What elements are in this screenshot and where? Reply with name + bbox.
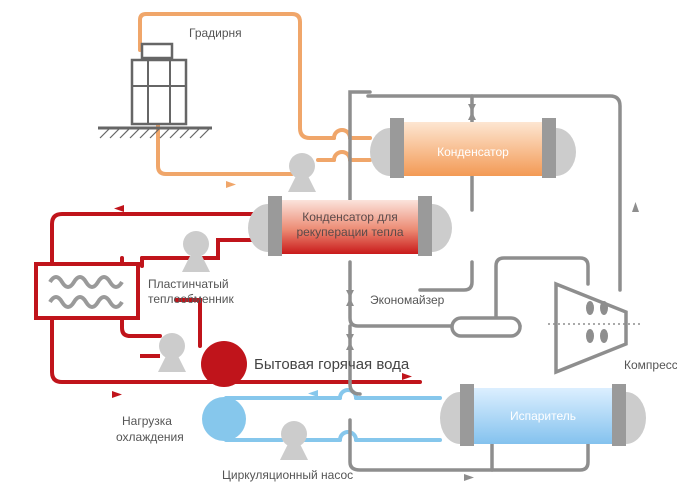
- flow-arrow-icon: [226, 181, 236, 188]
- flow-arrow-icon: [114, 205, 124, 212]
- plate-heat-exchanger: [34, 262, 140, 320]
- condenser-label: Конденсатор: [437, 145, 509, 159]
- recovery-condenser-label-2: рекуперации тепла: [296, 225, 403, 239]
- plate-hx-label-2: теплообменник: [148, 292, 235, 306]
- cooling-tower: [98, 42, 212, 139]
- plate-hx-label-1: Пластинчатый: [148, 277, 229, 291]
- economizer: [450, 316, 522, 338]
- economizer-label: Экономайзер: [370, 293, 445, 307]
- cooling-load-label-1: Нагрузка: [122, 414, 172, 428]
- circulation-pump-label: Циркуляционный насос: [222, 468, 353, 482]
- pump-icon: [280, 421, 308, 460]
- pump-icon: [182, 231, 210, 272]
- hot-water-tank: [201, 341, 247, 387]
- heat-recovery-condenser: [248, 196, 452, 256]
- flow-arrow-icon: [632, 202, 639, 212]
- expansion-valve-icon: [346, 104, 476, 350]
- pump-icon: [158, 333, 186, 372]
- cooling-load-label-2: охлаждения: [116, 430, 184, 444]
- recovery-condenser-label-1: Конденсатор для: [302, 210, 398, 224]
- evaporator-label: Испаритель: [510, 409, 576, 423]
- condenser: [370, 118, 576, 178]
- flow-arrow-icon: [402, 373, 412, 380]
- compressor-label: Компрессор: [624, 358, 677, 372]
- compressor: [548, 281, 640, 375]
- hot-water-label: Бытовая горячая вода: [254, 356, 410, 373]
- cooling-load: [202, 397, 246, 441]
- evaporator: [440, 384, 646, 446]
- pump-icon: [288, 153, 316, 192]
- chilled-water-loop: [224, 388, 442, 442]
- flow-arrow-icon: [112, 391, 122, 398]
- flow-arrow-icon: [308, 390, 318, 397]
- cooling-tower-label: Градирня: [189, 26, 242, 40]
- flow-arrow-icon: [464, 474, 474, 481]
- cooling-tower-water-loop: [138, 12, 372, 176]
- heat-recovery-water-loop: [50, 212, 422, 384]
